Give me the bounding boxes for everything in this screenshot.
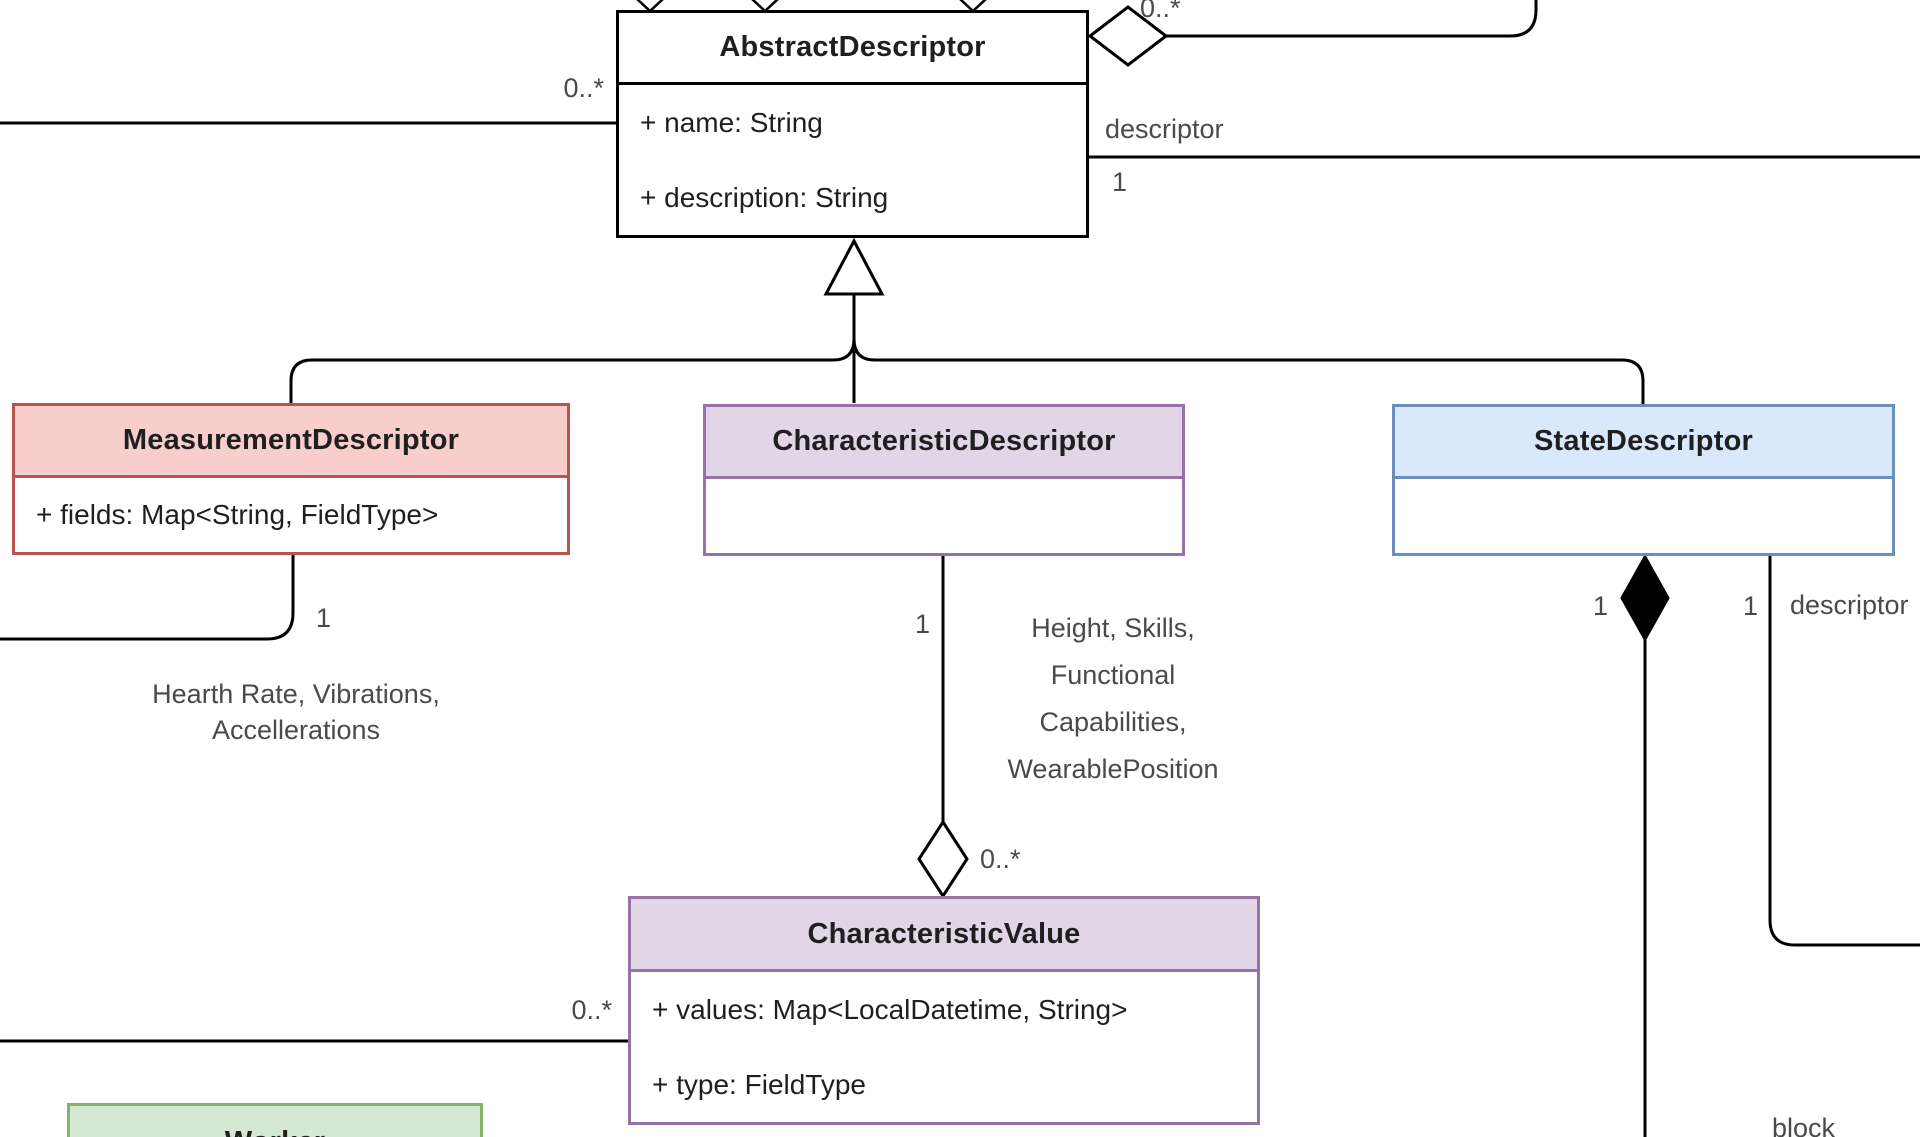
multiplicity-label: 1	[914, 609, 930, 639]
multiplicity-label: 0..*	[980, 844, 1021, 874]
class-attribute: + values: Map<LocalDatetime, String>	[652, 993, 1128, 1025]
generalization-branch-left	[289, 338, 856, 403]
class-attribute: + description: String	[640, 181, 889, 213]
aggregation-line-top-right	[1166, 0, 1538, 38]
role-label: descriptor	[1105, 114, 1224, 144]
generalization-triangle-icon	[823, 237, 885, 296]
multiplicity-label: 1	[316, 603, 332, 633]
annotation-characteristic-examples: Height, Skills, Functional Capabilities,…	[953, 605, 1273, 793]
multiplicity-label: 1	[1112, 167, 1128, 197]
class-title: Worker	[70, 1106, 480, 1137]
class-attributes-empty	[1395, 479, 1892, 553]
annotation-line: Height, Skills,	[1031, 613, 1195, 643]
annotation-line: Accellerations	[211, 715, 381, 745]
multiplicity-label: 0..*	[563, 73, 604, 103]
class-state-descriptor[interactable]: StateDescriptor	[1392, 404, 1895, 556]
generalization-branch-right	[852, 338, 1645, 404]
role-label: descriptor	[1790, 590, 1909, 620]
annotation-line: Hearth Rate, Vibrations,	[152, 679, 440, 709]
class-characteristic-descriptor[interactable]: CharacteristicDescriptor	[703, 404, 1185, 556]
role-label: block	[1772, 1113, 1836, 1137]
multiplicity-label: 0..*	[1140, 0, 1181, 23]
annotation-measurement-examples: Hearth Rate, Vibrations, Accellerations	[66, 676, 526, 748]
class-title: StateDescriptor	[1395, 407, 1892, 479]
measurement-association-line	[0, 555, 295, 641]
annotation-line: WearablePosition	[1007, 754, 1219, 784]
class-attribute: + name: String	[640, 106, 823, 138]
class-attribute: + type: FieldType	[652, 1068, 867, 1100]
class-attributes-empty	[706, 479, 1182, 553]
composition-diamond-icon	[1620, 553, 1670, 643]
class-title: CharacteristicValue	[631, 899, 1257, 972]
class-title: CharacteristicDescriptor	[706, 407, 1182, 479]
multiplicity-label: 0..*	[571, 995, 612, 1025]
class-characteristic-value[interactable]: CharacteristicValue + values: Map<LocalD…	[628, 896, 1260, 1125]
class-measurement-descriptor[interactable]: MeasurementDescriptor + fields: Map<Stri…	[12, 403, 570, 555]
class-worker[interactable]: Worker	[67, 1103, 483, 1137]
annotation-line: Functional	[1050, 660, 1176, 690]
annotation-line: Capabilities,	[1039, 707, 1187, 737]
aggregation-diamond-icon	[917, 819, 969, 899]
multiplicity-label: 1	[1592, 591, 1608, 621]
class-title: MeasurementDescriptor	[15, 406, 567, 478]
class-attribute: + fields: Map<String, FieldType>	[36, 499, 439, 530]
multiplicity-label: 1	[1742, 591, 1758, 621]
class-abstract-descriptor[interactable]: AbstractDescriptor + name: String + desc…	[616, 10, 1089, 238]
class-title: AbstractDescriptor	[619, 13, 1086, 85]
